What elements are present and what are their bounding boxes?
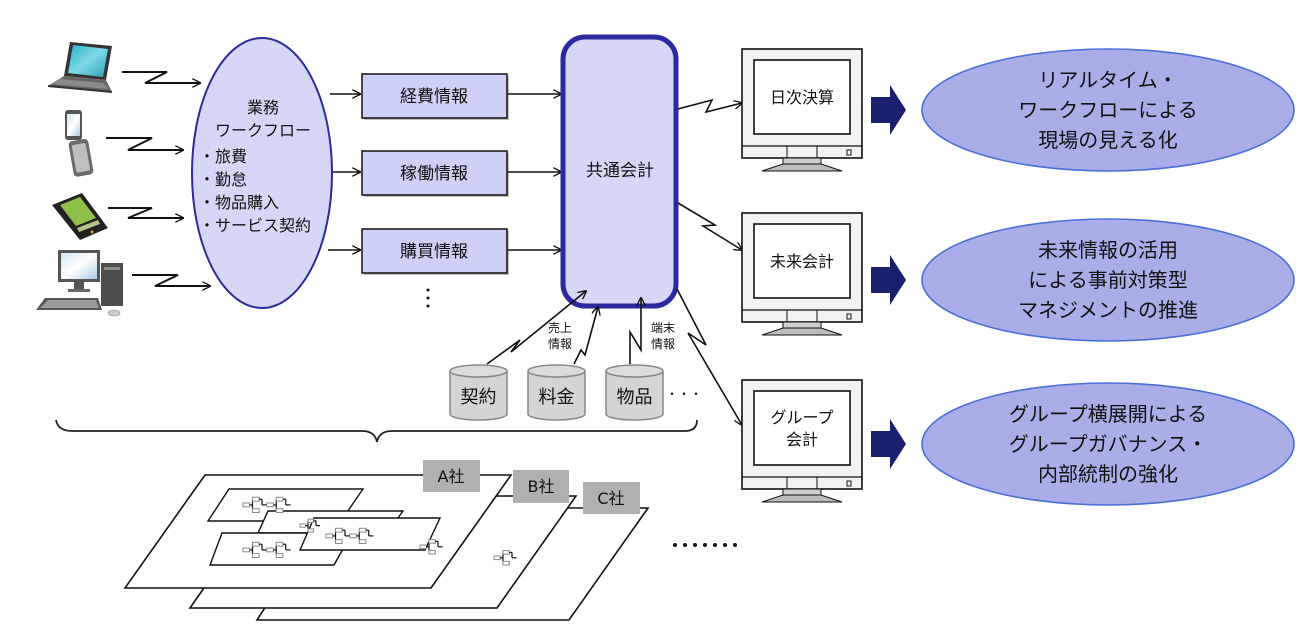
workflow-item: ・勤怠 [199, 170, 247, 189]
workflow-title-line-1: 業務 [247, 98, 279, 117]
terminal-info-annotation: 情報 [651, 337, 675, 351]
laptop-icon [47, 42, 113, 93]
database-contract: 契約 [449, 364, 508, 421]
result-arrow-icon [871, 419, 906, 469]
result-text-line: 未来情報の活用 [1038, 238, 1178, 262]
info-box-label: 稼働情報 [400, 164, 468, 184]
monitor-label: 未来会計 [770, 252, 834, 271]
result-text-line: マネジメントの推進 [1018, 298, 1198, 322]
flowchart-icon [242, 496, 291, 514]
pda-icon [52, 193, 108, 240]
sales-info-annotation: 情報 [548, 337, 572, 351]
monitor-label: グループ [770, 408, 833, 427]
info-boxes-more-dots [426, 288, 430, 308]
result-arrow-icon [871, 85, 906, 135]
workflow-title-line-2: ワークフロー [215, 121, 311, 140]
result-arrow-icon [871, 255, 906, 305]
result-text-line: ワークフローによる [1018, 98, 1197, 122]
desktop-pc-icon [36, 250, 123, 317]
result-text-line: グループガバナンス・ [1009, 432, 1207, 456]
database-label: 契約 [461, 387, 497, 408]
terminal-info-annotation: 端末 [651, 321, 675, 335]
info-box-label: 購買情報 [400, 242, 468, 262]
companies-more-dots [673, 543, 737, 547]
info-box-operation: 稼働情報 [361, 150, 509, 197]
result-text-line: による事前対策型 [1028, 268, 1187, 292]
monitor-daily-closing: 日次決算 [741, 48, 863, 172]
company-tag-c: C社 [583, 482, 640, 514]
wireless-links-devices [106, 71, 210, 286]
company-label: C社 [597, 489, 624, 508]
center-label: 共通会計 [586, 161, 654, 181]
database-goods: 物品 [605, 364, 664, 421]
flowchart-icon [419, 539, 443, 555]
company-tag-a: A社 [423, 460, 480, 492]
common-accounting-node: 共通会計 [560, 34, 679, 309]
flowchart-icon [325, 527, 374, 545]
company-plane-a [123, 474, 513, 589]
info-to-center-arrows [508, 94, 561, 250]
databases-more: ・・・ [666, 387, 702, 401]
result-text-line: リアルタイム・ [1038, 68, 1177, 92]
workflow-item: ・物品購入 [199, 193, 279, 212]
result-text-line: 内部統制の強化 [1038, 462, 1178, 486]
center-to-monitor-arrows [676, 98, 742, 425]
flowchart-icon [299, 518, 320, 533]
flowchart-icon [493, 550, 517, 566]
result-text-line: 現場の見える化 [1038, 128, 1177, 152]
database-label: 料金 [539, 387, 575, 408]
company-label: A社 [438, 467, 465, 486]
flowchart-icon [242, 541, 291, 559]
workflow-item: ・サービス契約 [199, 216, 311, 235]
monitor-future-accounting: 未来会計 [741, 212, 863, 336]
info-box-label: 経費情報 [400, 87, 468, 107]
sales-info-annotation: 売上 [548, 320, 572, 335]
grouping-brace [55, 419, 698, 443]
workflow-node: 業務 ワークフロー ・旅費 ・勤怠 ・物品購入 ・サービス契約 [191, 37, 333, 309]
monitor-label: 会計 [786, 430, 818, 449]
result-text-line: グループ横展開による [1009, 402, 1207, 426]
database-label: 物品 [617, 387, 653, 408]
info-box-purchasing: 購買情報 [361, 228, 509, 275]
database-fees: 料金 [527, 364, 586, 421]
company-label: B社 [528, 477, 555, 496]
monitor-label: 日次決算 [770, 88, 834, 107]
workflow-flowchart-icons [242, 496, 517, 566]
mobile-phone-icon [65, 110, 94, 177]
company-tag-b: B社 [513, 470, 569, 503]
workflow-to-info-arrows [328, 94, 360, 250]
database-to-center-arrows [486, 291, 641, 365]
workflow-item: ・旅費 [199, 147, 247, 166]
info-box-expenses: 経費情報 [361, 73, 509, 120]
